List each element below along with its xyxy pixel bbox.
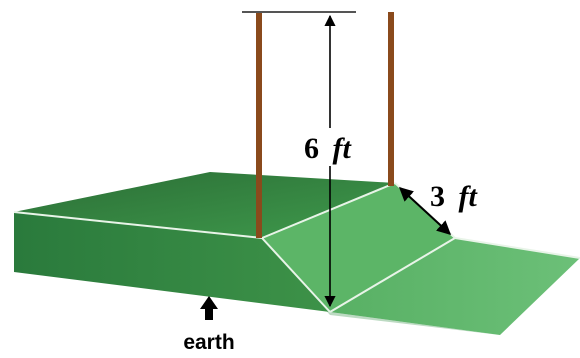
- earth-up-arrow-icon: [200, 296, 218, 320]
- width-unit: ft: [459, 180, 479, 213]
- height-value: 6: [304, 132, 319, 165]
- earth-indicator: earth: [183, 296, 235, 354]
- trench-floor-surface: [330, 238, 580, 335]
- height-label-bg: [300, 128, 364, 166]
- pole-group: [242, 11, 394, 238]
- height-unit: ft: [333, 132, 353, 165]
- ground-block: [13, 172, 580, 335]
- height-label: 6 ft: [304, 132, 352, 165]
- width-value: 3: [430, 180, 445, 213]
- width-dimension-arrow: [398, 187, 452, 235]
- earth-label: earth: [183, 331, 234, 354]
- right-pole: [388, 12, 394, 186]
- left-pole: [256, 12, 262, 238]
- width-label: 3 ft: [430, 180, 478, 213]
